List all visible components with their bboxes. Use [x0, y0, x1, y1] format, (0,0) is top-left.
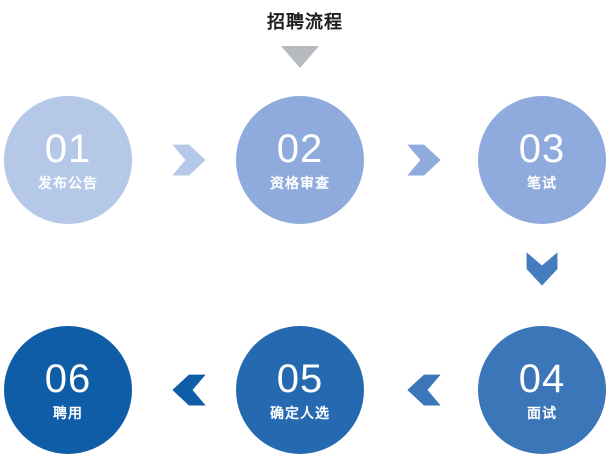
title-down-triangle-icon [281, 46, 319, 68]
step-label: 笔试 [527, 174, 557, 191]
step-number: 06 [44, 356, 92, 401]
step-circle-1: 01 发布公告 [4, 96, 132, 224]
step-number: 05 [276, 356, 324, 401]
arrow-right-icon-1-2 [172, 144, 206, 176]
step-number: 02 [276, 126, 324, 171]
page-title: 招聘流程 [267, 12, 343, 32]
step-number: 04 [518, 356, 566, 401]
arrow-right-icon-2-3 [407, 144, 441, 176]
step-number: 01 [44, 126, 92, 171]
step-number: 03 [518, 126, 566, 171]
step-circle-3: 03 笔试 [478, 96, 606, 224]
step-circle-5: 05 确定人选 [236, 326, 364, 454]
step-label: 发布公告 [38, 174, 98, 191]
step-circle-2: 02 资格审查 [236, 96, 364, 224]
step-circle-4: 04 面试 [478, 326, 606, 454]
arrow-down-icon-3-4 [526, 252, 558, 286]
step-label: 资格审查 [270, 174, 330, 191]
step-label: 面试 [527, 404, 557, 421]
arrow-left-icon-4-5 [407, 374, 441, 406]
step-label: 确定人选 [270, 404, 330, 421]
arrow-left-icon-5-6 [172, 374, 206, 406]
step-circle-6: 06 聘用 [4, 326, 132, 454]
step-label: 聘用 [53, 404, 83, 421]
